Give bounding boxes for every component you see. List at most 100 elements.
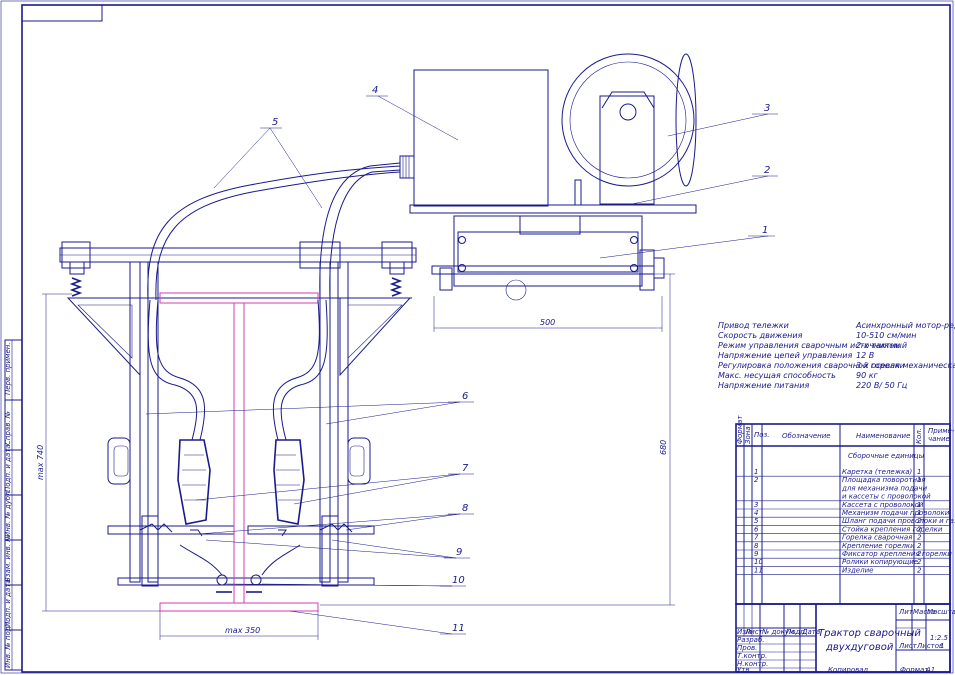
part-name: Площадка поворотная	[842, 476, 926, 484]
part-qty: 2	[917, 517, 922, 525]
leader-11: 11	[452, 623, 465, 634]
part-name: и кассеты с проволокой	[842, 493, 931, 501]
dim-500: 500	[540, 318, 555, 327]
part-name: Ролики копирующие	[842, 558, 918, 566]
spec-param-1: Привод тележки	[718, 321, 789, 330]
th-designation: Обозначение	[782, 432, 831, 440]
tb-sheets-value: 1	[940, 642, 944, 650]
th-format: Формат	[736, 415, 744, 444]
part-pos: 4	[754, 509, 758, 517]
part-pos: 3	[754, 501, 758, 509]
part-name: Изделие	[842, 566, 873, 574]
wire-cassette	[561, 53, 697, 205]
tb-col-sign: Подп.	[786, 628, 807, 636]
part-name: для механизма подачи	[841, 484, 928, 492]
tb-role-4: Н.контр.	[737, 660, 768, 668]
spec-param-7: Напряжение питания	[718, 381, 809, 390]
part-pos: 1	[754, 468, 758, 476]
stamp-1: Перв. примен.	[4, 342, 12, 395]
part-qty: 2	[917, 566, 922, 574]
leader-4: 4	[372, 85, 378, 96]
part-pos: 8	[754, 542, 759, 550]
part-qty: 2	[917, 534, 922, 542]
part-pos: 10	[754, 558, 763, 566]
parts-section: Сборочные единицы	[848, 452, 925, 460]
spec-value-2: 10-510 см/мин	[856, 331, 916, 340]
tb-col-izm: Изм	[737, 628, 752, 636]
tb-role-5: Утв.	[737, 666, 752, 674]
tb-stage: Лит	[898, 608, 914, 616]
th-qty: Кол.	[915, 428, 923, 444]
part-name: Горелка сварочная	[842, 534, 912, 542]
leader-7: 7	[462, 463, 469, 474]
stamp-4: Инв. № дубл.	[4, 489, 12, 537]
leader-9: 9	[456, 547, 462, 558]
part-qty: 2	[917, 525, 922, 533]
th-name: Наименование	[856, 432, 910, 440]
tb-format-value: А1	[925, 666, 935, 674]
part-name: Кассета с проволокой	[842, 501, 924, 509]
spec-value-4: 12 В	[856, 351, 874, 360]
tb-copied: Копировал	[828, 666, 869, 674]
stamp-7: Инв. № подл.	[4, 620, 12, 668]
leader-2: 2	[764, 165, 770, 176]
part-qty: 1	[917, 501, 921, 509]
spec-param-4: Напряжение цепей управления	[718, 351, 852, 360]
tb-role-2: Пров.	[737, 644, 757, 652]
tb-scale: Масштаб	[927, 608, 955, 616]
tb-col-list: Лист	[744, 628, 764, 636]
th-note-1: Приме-	[928, 427, 955, 435]
spec-value-3: 2-х тактный	[856, 341, 907, 350]
stamp-2: Справ. №	[4, 411, 12, 445]
tb-sheets: Листов	[916, 642, 943, 650]
tb-scale-value: 1:2.5	[930, 634, 948, 642]
dim-max350: max 350	[225, 626, 260, 635]
part-name: Каретка (тележка)	[842, 468, 913, 476]
tech-specs: Привод тележки Асинхронный мотор-редукто…	[718, 321, 955, 390]
side-stamps: Перв. примен. Справ. № Подп. и дата Инв.…	[4, 339, 23, 671]
tb-format-label: Формат	[900, 666, 929, 674]
part-qty: 1	[917, 509, 921, 517]
spec-param-6: Макс. несущая способность	[718, 371, 836, 380]
leader-10: 10	[452, 575, 465, 586]
spec-value-6: 90 кг	[856, 371, 879, 380]
part-pos: 9	[754, 550, 759, 558]
part-pos: 11	[754, 566, 763, 574]
leader-8: 8	[462, 503, 468, 514]
part-pos: 2	[754, 476, 759, 484]
spec-value-1: Асинхронный мотор-редуктор	[855, 321, 955, 330]
stamp-5: Взам. инв. №	[4, 534, 12, 582]
part-qty: 2	[917, 542, 922, 550]
part-name: Стойка крепления горелки	[842, 525, 943, 533]
part-qty: 1	[917, 476, 921, 484]
part-qty: 1	[917, 468, 921, 476]
drawing-title-1: Трактор сварочный	[818, 628, 921, 639]
dim-680: 680	[659, 440, 668, 455]
spec-value-5: 3-х осевая механическая	[856, 361, 955, 370]
title-block: Изм Лист № докум. Подп. Дата Разраб. Про…	[735, 603, 955, 674]
part-pos: 7	[754, 534, 759, 542]
spring-left	[69, 277, 83, 297]
dimension-lines: 500 680 max 740 max 350	[36, 273, 675, 640]
part-qty: 2	[917, 558, 922, 566]
leader-6: 6	[462, 391, 468, 402]
part-name: Шланг подачи проволоки и газа	[842, 517, 955, 525]
stamp-3: Подп. и дата	[4, 444, 12, 492]
part-name: Фиксатор крепления горелки	[842, 550, 952, 558]
spec-value-7: 220 В/ 50 Гц	[856, 381, 908, 390]
leader-lines: 1 2 3 4 5 6 7 8 9	[145, 85, 778, 635]
tb-role-3: Т.контр.	[737, 652, 767, 660]
spec-param-2: Скорость движения	[718, 331, 803, 340]
part-qty: 2	[917, 550, 922, 558]
leader-3: 3	[764, 103, 770, 114]
tb-role-1: Разраб.	[737, 636, 765, 644]
th-zone: Зона	[744, 426, 752, 444]
th-pos: Поз.	[754, 431, 770, 439]
spring-right	[389, 277, 403, 297]
tb-mass: Масса	[913, 608, 935, 616]
leader-5: 5	[272, 117, 278, 128]
spec-param-3: Режим управления сварочным источником	[718, 341, 900, 350]
